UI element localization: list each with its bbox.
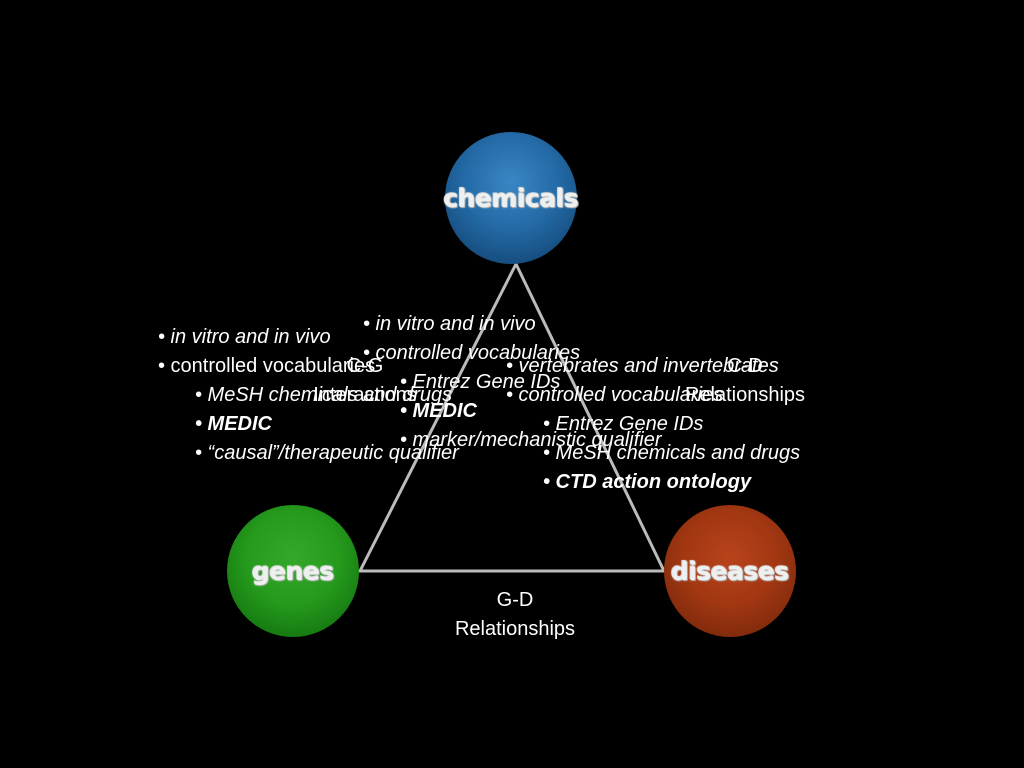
cg-relationship-label: C-G Interactions (300, 352, 430, 410)
gd-subtitle: Relationships (454, 618, 576, 640)
list-item: • vertebrates and invertebrates (506, 355, 779, 377)
cg-center-feature-list: • in vitro and in vivo • controlled voca… (363, 310, 662, 455)
gd-title: G-D (496, 589, 534, 611)
list-item: • MeSH chemicals and drugs (195, 384, 453, 406)
chemicals-node: chemicals (443, 132, 579, 264)
cg-title: C-G (346, 355, 384, 377)
cd-subtitle: Relationships (684, 384, 806, 406)
genes-node: genes (227, 505, 359, 637)
list-item: • CTD action ontology (543, 471, 752, 493)
gd-relationship-label: G-D Relationships (435, 586, 595, 644)
cg-left-feature-list: • in vitro and in vivo • controlled voca… (158, 323, 459, 468)
list-item: • in vitro and in vivo (158, 326, 331, 348)
list-item: • controlled vocabularies (363, 342, 581, 364)
list-item: • MeSH chemicals and drugs (543, 442, 801, 464)
cd-relationship-label: C-D Relationships (670, 352, 820, 410)
list-item: • MEDIC (195, 413, 273, 435)
cd-title: C-D (727, 355, 763, 377)
list-item: • in vitro and in vivo (363, 313, 536, 335)
list-item: • marker/mechanistic qualifier (400, 429, 662, 451)
diseases-label: diseases (671, 556, 789, 586)
diseases-node: diseases (664, 505, 796, 637)
list-item: • MEDIC (400, 400, 478, 422)
cg-subtitle: Interactions (313, 384, 417, 406)
chemicals-label: chemicals (443, 183, 579, 213)
list-item: • “causal”/therapeutic qualifier (195, 442, 459, 464)
list-item: • Entrez Gene IDs (543, 413, 704, 435)
list-item: • controlled vocabularies (506, 384, 724, 406)
genes-label: genes (252, 556, 335, 586)
cd-feature-list: • vertebrates and invertebrates • contro… (506, 352, 800, 497)
list-item: • controlled vocabularies (158, 355, 376, 377)
list-item: • Entrez Gene IDs (400, 371, 561, 393)
